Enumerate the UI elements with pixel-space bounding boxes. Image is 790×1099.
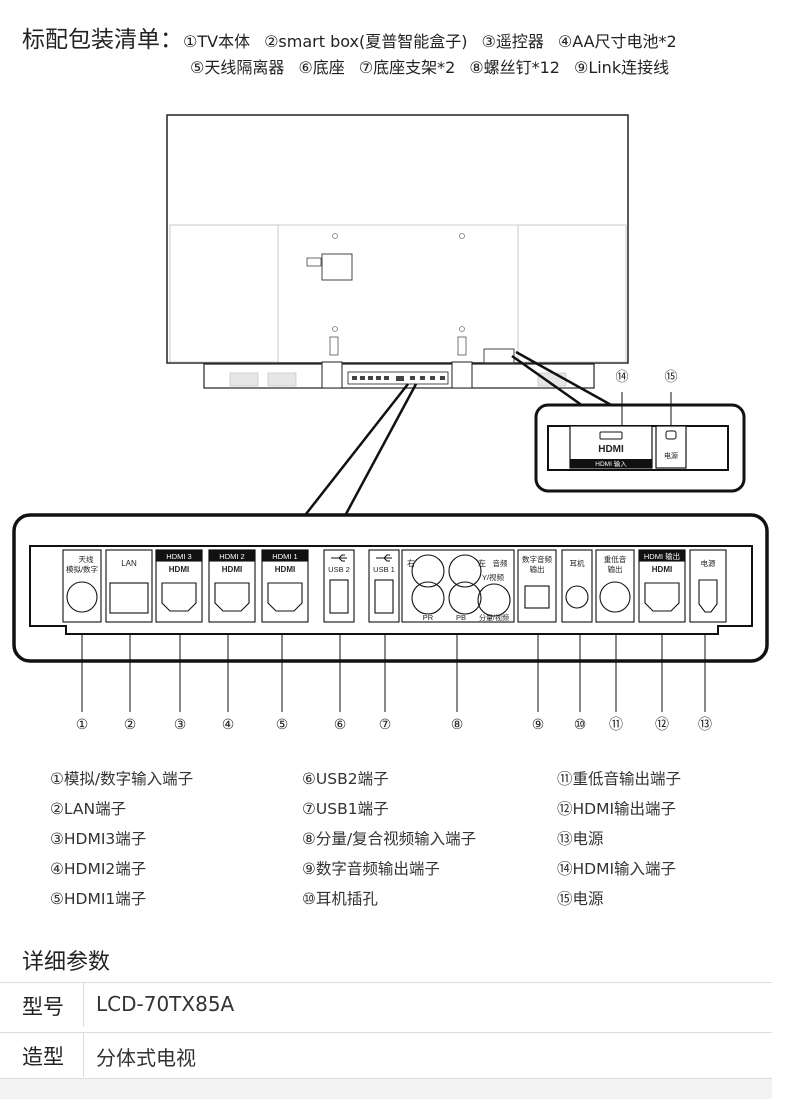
legend-item: ②LAN端子 bbox=[50, 800, 127, 818]
callout-12: ⑫ bbox=[655, 716, 669, 732]
spec-title: 详细参数 bbox=[22, 950, 111, 975]
legend-item: ⑥USB2端子 bbox=[302, 770, 389, 788]
port-av-left: 左 bbox=[478, 558, 486, 568]
spec-divider bbox=[83, 1033, 84, 1077]
inset-power-label: 电源 bbox=[664, 451, 678, 460]
callout-4: ④ bbox=[222, 716, 235, 732]
port-power-label: 电源 bbox=[701, 558, 716, 568]
callout-9: ⑨ bbox=[532, 716, 545, 732]
callout-1: ① bbox=[76, 716, 89, 732]
port-hdmi2-label: HDMI 2 bbox=[219, 552, 244, 561]
port-optical-sub: 输出 bbox=[530, 564, 545, 574]
package-item: ②smart box(夏普智能盒子) bbox=[264, 32, 468, 51]
spec-key: 型号 bbox=[22, 995, 64, 1019]
legend-item: ⑮电源 bbox=[557, 890, 604, 908]
port-shapes bbox=[62, 549, 727, 623]
port-av-audio: 音频 bbox=[493, 558, 508, 568]
spec-value: 分体式电视 bbox=[96, 1046, 196, 1070]
package-item: ⑥底座 bbox=[298, 58, 345, 77]
port-hdmi1-logo: HDMI bbox=[275, 565, 295, 574]
port-hdmiout-logo: HDMI bbox=[652, 565, 672, 574]
port-hdmi2-logo: HDMI bbox=[222, 565, 242, 574]
port-hdmi3-logo: HDMI bbox=[169, 565, 189, 574]
callout-7: ⑦ bbox=[379, 716, 392, 732]
package-item: ⑨Link连接线 bbox=[573, 58, 670, 77]
package-label: 标配包装清单： bbox=[22, 27, 183, 53]
spec-row-model: 型号 LCD-70TX85A bbox=[0, 982, 772, 1027]
port-av-yvideo: Y/视频 bbox=[482, 572, 505, 582]
port-optical-label: 数字音频 bbox=[522, 554, 552, 564]
spec-row-style: 造型 分体式电视 bbox=[0, 1032, 772, 1077]
port-av-right: 右 bbox=[407, 558, 415, 568]
callout-5: ⑤ bbox=[276, 716, 289, 732]
port-sub-sub: 输出 bbox=[608, 564, 623, 574]
leader-lines bbox=[305, 350, 614, 515]
callout-6: ⑥ bbox=[334, 716, 347, 732]
callout-15: ⑮ bbox=[664, 369, 677, 384]
legend-item: ⑭HDMI输入端子 bbox=[557, 860, 677, 878]
usb-icon bbox=[331, 554, 392, 562]
port-sub-label: 重低音 bbox=[604, 554, 627, 564]
port-hdmi1-label: HDMI 1 bbox=[272, 552, 297, 561]
port-callouts: ① ② ③ ④ ⑤ ⑥ ⑦ ⑧ ⑨ ⑩ ⑪ ⑫ ⑬ bbox=[76, 716, 712, 732]
port-lan-label: LAN bbox=[121, 559, 137, 568]
legend-col1: ①模拟/数字输入端子 ②LAN端子 ③HDMI3端子 ④HDMI2端子 ⑤HDM… bbox=[50, 764, 193, 914]
legend-col3: ⑪重低音输出端子 ⑫HDMI输出端子 ⑬电源 ⑭HDMI输入端子 ⑮电源 bbox=[557, 764, 681, 914]
spec-key: 造型 bbox=[22, 1045, 64, 1069]
callout-10: ⑩ bbox=[574, 716, 587, 732]
legend-item: ⑨数字音频输出端子 bbox=[302, 860, 440, 878]
package-item: ①TV本体 bbox=[183, 32, 251, 51]
legend-item: ⑬电源 bbox=[557, 830, 604, 848]
legend-item: ⑫HDMI输出端子 bbox=[557, 800, 677, 818]
port-av-component: 分量/视频 bbox=[479, 613, 509, 622]
package-item: ④AA尺寸电池*2 bbox=[557, 32, 677, 51]
legend-item: ⑧分量/复合视频输入端子 bbox=[302, 830, 477, 848]
inset-hdmi-label: HDMI 输入 bbox=[595, 459, 627, 468]
legend-item: ⑪重低音输出端子 bbox=[557, 770, 682, 788]
callout-13: ⑬ bbox=[698, 716, 712, 732]
callout-11: ⑪ bbox=[609, 716, 623, 732]
port-hdmi3-label: HDMI 3 bbox=[166, 552, 191, 561]
package-item: ⑦底座支架*2 bbox=[358, 58, 456, 77]
inset-panel bbox=[534, 392, 746, 493]
callout-14: ⑭ bbox=[615, 369, 628, 384]
port-antenna-label: 天线 bbox=[79, 554, 94, 564]
port-usb2-label: USB 2 bbox=[328, 565, 350, 574]
tv-back bbox=[166, 114, 629, 364]
port-usb1-label: USB 1 bbox=[373, 565, 395, 574]
tv-rear-diagram: HDMI HDMI 输入 电源 ⑭ ⑮ bbox=[12, 114, 769, 732]
package-item: ③遥控器 bbox=[481, 32, 544, 51]
package-list-line1: 标配包装清单：①TV本体 ②smart box(夏普智能盒子) ③遥控器 ④AA尺寸电… bbox=[22, 20, 691, 54]
package-item: ⑧螺丝钉*12 bbox=[469, 58, 560, 77]
legend-item: ⑤HDMI1端子 bbox=[50, 890, 147, 908]
spec-divider bbox=[83, 983, 84, 1027]
base-bar bbox=[203, 361, 595, 389]
legend-item: ①模拟/数字输入端子 bbox=[50, 770, 194, 788]
legend-item: ④HDMI2端子 bbox=[50, 860, 147, 878]
package-list-line2: ⑤天线隔离器 ⑥底座 ⑦底座支架*2 ⑧螺丝钉*12 ⑨Link连接线 bbox=[190, 54, 683, 78]
legend-col2: ⑥USB2端子 ⑦USB1端子 ⑧分量/复合视频输入端子 ⑨数字音频输出端子 ⑩… bbox=[302, 764, 476, 914]
port-hdmiout-label: HDMI 输出 bbox=[644, 551, 680, 561]
port-av-pb: PB bbox=[456, 613, 466, 622]
callout-2: ② bbox=[124, 716, 137, 732]
callout-3: ③ bbox=[174, 716, 187, 732]
bottom-band bbox=[0, 1078, 772, 1099]
callout-8: ⑧ bbox=[451, 716, 464, 732]
legend-item: ⑩耳机插孔 bbox=[302, 890, 378, 908]
port-av-pr: PR bbox=[423, 613, 434, 622]
legend-item: ③HDMI3端子 bbox=[50, 830, 147, 848]
spec-value: LCD-70TX85A bbox=[96, 992, 235, 1016]
inset-hdmi-logo: HDMI bbox=[598, 444, 624, 455]
legend-item: ⑦USB1端子 bbox=[302, 800, 389, 818]
port-antenna-sub: 模拟/数字 bbox=[66, 564, 98, 574]
package-item: ⑤天线隔离器 bbox=[190, 58, 285, 77]
port-headphone-label: 耳机 bbox=[570, 558, 585, 568]
callout-lines bbox=[81, 634, 706, 712]
